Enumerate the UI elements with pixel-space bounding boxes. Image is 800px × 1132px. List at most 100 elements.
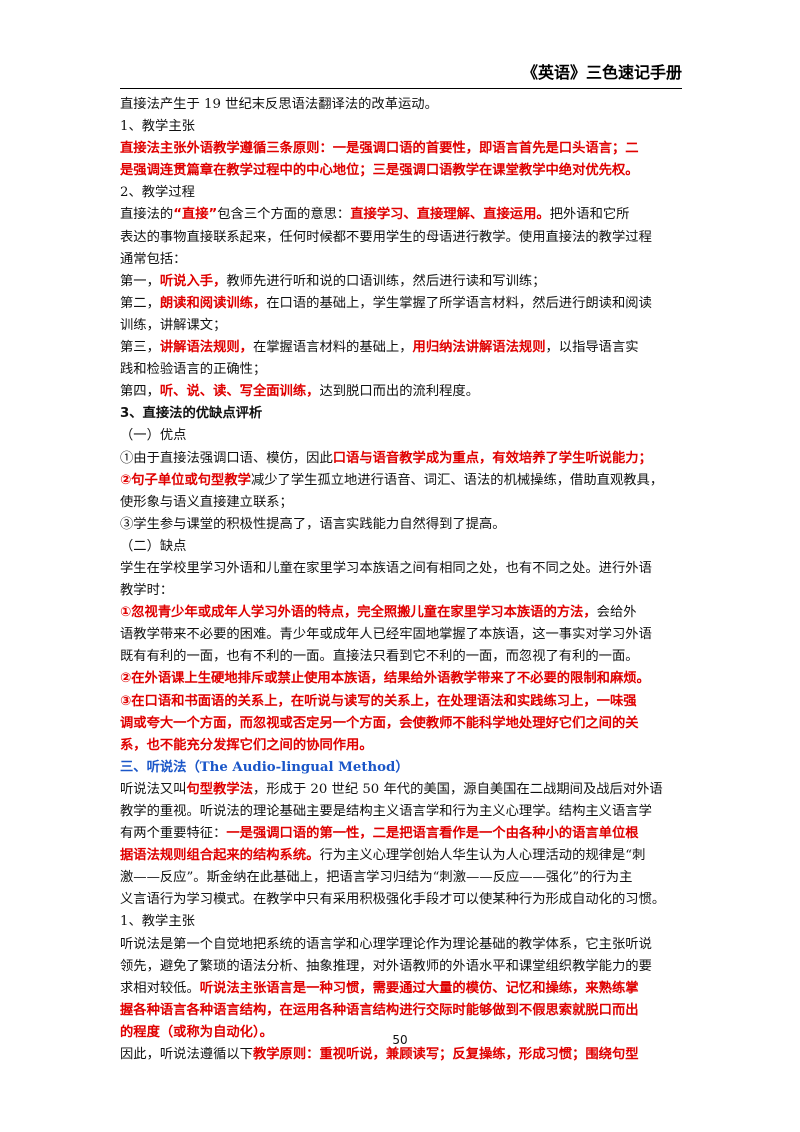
line-text: 3、直接法的优缺点评析: [120, 403, 262, 425]
line-text: 1、教学主张: [120, 911, 195, 933]
line-text: 有两个重要特征：一是强调口语的第一性，二是把语言看作是一个由各种小的语言单位根: [120, 823, 639, 845]
line-text: 1、教学主张: [120, 116, 195, 138]
text-segment: 听说法又叫: [120, 781, 187, 797]
highlighted-text: ①忽视青少年或成年人学习外语的特点，完全照搬儿童在家里学习本族语的方法，: [120, 605, 597, 621]
text-line: 语教学带来不必要的困难。青少年或成年人已经牢固地掌握了本族语，这一事实对学习外语: [120, 624, 684, 646]
text-segment: 第一，: [120, 273, 160, 289]
text-segment: 在口语的基础上，学生掌握了所学语言材料，然后进行朗读和阅读: [266, 295, 652, 311]
text-segment: 第三，: [120, 340, 160, 356]
text-line: 第三，讲解语法规则，在掌握语言材料的基础上，用归纳法讲解语法规则，以指导语言实: [120, 337, 684, 359]
line-text: 语教学带来不必要的困难。青少年或成年人已经牢固地掌握了本族语，这一事实对学习外语: [120, 624, 652, 646]
text-line: 第四，听、说、读、写全面训练，达到脱口而出的流利程度。: [120, 381, 684, 403]
line-text: （一）优点: [120, 425, 186, 447]
text-line: 1、教学主张: [120, 911, 684, 933]
text-line: 3、直接法的优缺点评析: [120, 403, 684, 425]
text-segment: 教学时：: [120, 583, 174, 599]
text-segment: 在掌握语言材料的基础上，: [252, 340, 413, 356]
text-segment: 求相对较低。: [120, 980, 200, 996]
text-segment: 第四，: [120, 384, 160, 400]
line-text: ③学生参与课堂的积极性提高了，语言实践能力自然得到了提高。: [120, 514, 506, 536]
document-body: 直接法产生于 19 世纪末反思语法翻译法的改革运动。1、教学主张直接法主张外语教…: [120, 94, 684, 1066]
text-line: 激——反应”。斯金纳在此基础上，把语言学习归结为“刺激——反应——强化”的行为主: [120, 867, 684, 889]
line-text: 系，也不能充分发挥它们之间的协同作用。: [120, 735, 373, 757]
text-segment: 使形象与语义直接建立联系；: [120, 494, 293, 510]
text-segment: ，形成于 20 世纪 50 年代的美国，源自美国在二战期间及战后对外语: [252, 781, 663, 797]
line-text: 三、听说法（The Audio-lingual Method）: [120, 757, 409, 779]
highlighted-text: ③在口语和书面语的关系上，在听说与读写的关系上，在处理语法和实践练习上，一味强: [120, 693, 637, 709]
line-text: 据语法规则组合起来的结构系统。行为主义心理学创始人华生认为人心理活动的规律是“刺: [120, 845, 645, 867]
line-text: ②在外语课上生硬地排斥或禁止使用本族语，结果给外语教学带来了不必要的限制和麻烦。: [120, 668, 650, 690]
text-segment: 直接法的: [120, 207, 174, 223]
text-segment: 3、直接法的优缺点评析: [120, 406, 263, 422]
highlighted-text: 是强调连贯篇章在教学过程中的中心地位；三是强调口语教学在课堂教学中绝对优先权。: [120, 163, 639, 179]
highlighted-text: 教学原则：重视听说，兼顾读写；反复操练，形成习惯；围绕句型: [252, 1047, 639, 1063]
text-line: 通常包括：: [120, 249, 684, 271]
text-line: 第二，朗读和阅读训练，在口语的基础上，学生掌握了所学语言材料，然后进行朗读和阅读: [120, 293, 684, 315]
highlighted-text: 句子单位或句型教学: [131, 472, 251, 488]
text-segment: 义言语行为学习模式。在教学中只有采用积极强化手段才可以使某种行为形成自动化的习惯…: [120, 892, 666, 908]
highlighted-text: 口语与语音教学成为重点，有效培养了学生听说能力；: [332, 450, 652, 466]
text-line: 义言语行为学习模式。在教学中只有采用积极强化手段才可以使某种行为形成自动化的习惯…: [120, 889, 684, 911]
text-segment: 听说法是第一个自觉地把系统的语言学和心理学理论作为理论基础的教学体系，它主张听说: [120, 936, 652, 952]
highlighted-text: 听说法主张语言是一种习惯，需要通过大量的模仿、记忆和操练，来熟练掌: [199, 980, 639, 996]
text-segment: 因此，听说法遵循以下: [120, 1047, 253, 1063]
text-line: ②在外语课上生硬地排斥或禁止使用本族语，结果给外语教学带来了不必要的限制和麻烦。: [120, 668, 684, 690]
text-segment: 教学的重视。听说法的理论基础主要是结构主义语言学和行为主义心理学。结构主义语言学: [120, 804, 652, 819]
line-text: 求相对较低。听说法主张语言是一种习惯，需要通过大量的模仿、记忆和操练，来熟练掌: [120, 978, 639, 1000]
line-text: 因此，听说法遵循以下教学原则：重视听说，兼顾读写；反复操练，形成习惯；围绕句型: [120, 1044, 639, 1066]
text-segment: 1、教学主张: [120, 914, 195, 930]
text-line: （二）缺点: [120, 536, 684, 558]
text-line: 因此，听说法遵循以下教学原则：重视听说，兼顾读写；反复操练，形成习惯；围绕句型: [120, 1044, 684, 1066]
text-segment: 包含三个方面的意思：: [217, 207, 351, 223]
highlighted-text: 直接法主张外语教学遵循三条原则：一是强调口语的首要性，即语言首先是口头语言；二: [120, 141, 639, 157]
text-line: 践和检验语言的正确性；: [120, 359, 684, 381]
line-text: 调或夸大一个方面，而忽视或否定另一个方面，会使教师不能科学地处理好它们之间的关: [120, 713, 639, 735]
text-line: 第一，听说入手，教师先进行听和说的口语训练，然后进行读和写训练；: [120, 271, 684, 293]
section-heading: 三、听说法（The Audio-lingual Method）: [120, 759, 409, 775]
highlighted-text: ②在外语课上生硬地排斥或禁止使用本族语，结果给外语教学带来了不必要的限制和麻烦。: [120, 671, 650, 687]
text-line: 直接法的“直接”包含三个方面的意思：直接学习、直接理解、直接运用。把外语和它所: [120, 204, 684, 226]
line-text: 听说法是第一个自觉地把系统的语言学和心理学理论作为理论基础的教学体系，它主张听说: [120, 934, 652, 956]
text-segment: 教师先进行听和说的口语训练，然后进行读和写训练；: [226, 273, 546, 289]
line-text: 握各种语言各种语言结构，在运用各种语言结构进行交际时能够做到不假思索就脱口而出: [120, 1000, 639, 1022]
line-text: 直接法的“直接”包含三个方面的意思：直接学习、直接理解、直接运用。把外语和它所: [120, 204, 629, 226]
text-line: 训练，讲解课文；: [120, 315, 684, 337]
text-line: ①由于直接法强调口语、模仿，因此口语与语音教学成为重点，有效培养了学生听说能力；: [120, 448, 684, 470]
text-line: 求相对较低。听说法主张语言是一种习惯，需要通过大量的模仿、记忆和操练，来熟练掌: [120, 978, 684, 1000]
text-segment: 语教学带来不必要的困难。青少年或成年人已经牢固地掌握了本族语，这一事实对学习外语: [120, 627, 652, 643]
highlighted-text: 句型教学法: [186, 781, 253, 797]
line-text: 义言语行为学习模式。在教学中只有采用积极强化手段才可以使某种行为形成自动化的习惯…: [120, 889, 665, 911]
text-line: 教学时：: [120, 580, 684, 602]
highlighted-text: 讲解语法规则，: [159, 340, 253, 356]
text-line: 三、听说法（The Audio-lingual Method）: [120, 757, 684, 779]
line-text: 学生在学校里学习外语和儿童在家里学习本族语之间有相同之处，也有不同之处。进行外语: [120, 558, 652, 580]
text-segment: 表达的事物直接联系起来，任何时候都不要用学生的母语进行教学。使用直接法的教学过程: [120, 229, 652, 245]
text-segment: 通常包括：: [120, 251, 187, 267]
text-segment: 会给外: [596, 605, 637, 621]
line-text: ③在口语和书面语的关系上，在听说与读写的关系上，在处理语法和实践练习上，一味强: [120, 691, 637, 713]
text-segment: 践和检验语言的正确性；: [120, 362, 267, 378]
line-text: ①由于直接法强调口语、模仿，因此口语与语音教学成为重点，有效培养了学生听说能力；: [120, 448, 652, 470]
text-line: ②句子单位或句型教学减少了学生孤立地进行语音、词汇、语法的机械操练，借助直观教具…: [120, 470, 684, 492]
highlighted-text: 听说入手，: [159, 273, 227, 289]
highlighted-text: 握各种语言各种语言结构，在运用各种语言结构进行交际时能够做到不假思索就脱口而出: [120, 1002, 639, 1018]
line-text: 践和检验语言的正确性；: [120, 359, 266, 381]
text-line: 领先，避免了繁琐的语法分析、抽象推理，对外语教师的外语水平和课堂组织教学能力的要: [120, 956, 684, 978]
line-text: 的程度（或称为自动化）。: [120, 1022, 273, 1044]
line-text: 表达的事物直接联系起来，任何时候都不要用学生的母语进行教学。使用直接法的教学过程: [120, 227, 652, 249]
header-title: 《英语》三色速记手册: [521, 63, 682, 82]
text-segment: 1、教学主张: [120, 119, 195, 135]
text-line: 有两个重要特征：一是强调口语的第一性，二是把语言看作是一个由各种小的语言单位根: [120, 823, 684, 845]
text-line: 调或夸大一个方面，而忽视或否定另一个方面，会使教师不能科学地处理好它们之间的关: [120, 713, 684, 735]
text-line: （一）优点: [120, 425, 684, 447]
line-text: 既有有利的一面，也有不利的一面。直接法只看到它不利的一面，而忽视了有利的一面。: [120, 646, 639, 668]
text-line: 听说法是第一个自觉地把系统的语言学和心理学理论作为理论基础的教学体系，它主张听说: [120, 934, 684, 956]
text-segment: 2、教学过程: [120, 185, 195, 201]
text-segment: ，以指导语言实: [545, 340, 639, 356]
text-line: 直接法产生于 19 世纪末反思语法翻译法的改革运动。: [120, 94, 684, 116]
highlighted-text: “直接”: [173, 207, 218, 223]
text-segment: （一）优点: [120, 428, 187, 444]
text-segment: 行为主义心理学创始人华生认为人心理活动的规律是“刺: [319, 848, 646, 864]
text-segment: 既有有利的一面，也有不利的一面。直接法只看到它不利的一面，而忽视了有利的一面。: [120, 649, 639, 665]
line-text: 第二，朗读和阅读训练，在口语的基础上，学生掌握了所学语言材料，然后进行朗读和阅读: [120, 293, 652, 315]
